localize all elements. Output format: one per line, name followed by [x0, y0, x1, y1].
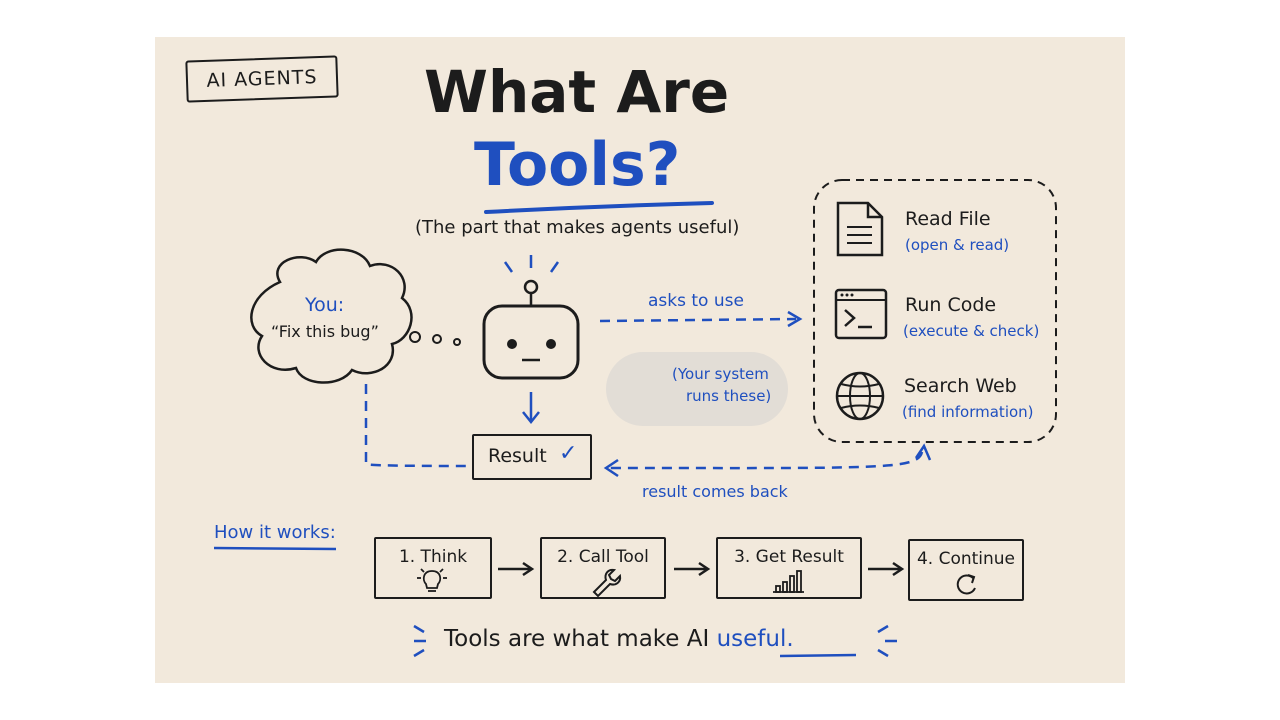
step-think: 1. Think [374, 537, 492, 599]
return-arrow [609, 451, 924, 470]
cloud-to-result-line [364, 384, 471, 468]
system-note-line-2: runs these) [686, 387, 772, 405]
how-underline [213, 546, 337, 551]
step-call-tool: 2. Call Tool [540, 537, 666, 599]
result-label: Result [488, 445, 547, 467]
step-get-result: 3. Get Result [716, 537, 862, 599]
title-underline [484, 201, 714, 214]
tool-read-file-desc: (open & read) [905, 236, 1010, 254]
bubble-speaker: You: [305, 294, 345, 316]
asks-arrow [599, 317, 797, 323]
tool-search-web-name: Search Web [904, 375, 1017, 397]
footer-prefix: Tools are what make AI [444, 626, 710, 652]
robot-icon [482, 255, 580, 380]
title-line-1: What Are [424, 58, 730, 126]
tool-run-code-desc: (execute & check) [903, 322, 1040, 340]
tool-run-code-name: Run Code [905, 294, 997, 316]
wrench-icon [592, 568, 622, 598]
thought-dot [453, 338, 461, 346]
footer-suffix: . [786, 626, 794, 652]
useful-underline [779, 653, 857, 658]
how-it-works-label: How it works: [214, 522, 336, 543]
step-continue: 4. Continue [908, 539, 1024, 601]
refresh-icon [956, 574, 976, 595]
globe-icon [835, 371, 885, 421]
result-box [472, 434, 592, 480]
check-icon: ✓ [559, 441, 578, 466]
footer-sparks [413, 624, 897, 658]
tool-search-web-desc: (find information) [902, 403, 1034, 421]
step-arrows [498, 561, 905, 577]
thought-dot [432, 334, 442, 344]
tool-read-file-name: Read File [905, 208, 991, 230]
terminal-icon [834, 288, 888, 340]
asks-to-use-label: asks to use [648, 291, 744, 311]
document-icon [836, 201, 884, 257]
bubble-message: “Fix this bug” [271, 322, 379, 341]
step-think-label: 1. Think [398, 547, 468, 567]
step-continue-label: 4. Continue [916, 549, 1016, 569]
thought-cloud [250, 248, 413, 384]
ai-agents-tag: AI AGENTS [185, 55, 339, 103]
footer-emphasis: useful [716, 626, 787, 652]
result-comes-back-label: result comes back [642, 482, 788, 501]
lightbulb-icon [417, 568, 447, 592]
footer-text: Tools are what make AI useful. [444, 626, 794, 652]
thought-dot [409, 331, 421, 343]
tools-box [813, 179, 1057, 443]
step-call-tool-label: 2. Call Tool [557, 547, 649, 567]
system-note-line-1: (Your system [672, 365, 769, 383]
bar-chart-icon [773, 570, 804, 593]
system-note-pill [606, 352, 788, 426]
subtitle: (The part that makes agents useful) [415, 217, 740, 238]
step-get-result-label: 3. Get Result [734, 547, 844, 567]
title-line-2: Tools? [474, 130, 681, 200]
